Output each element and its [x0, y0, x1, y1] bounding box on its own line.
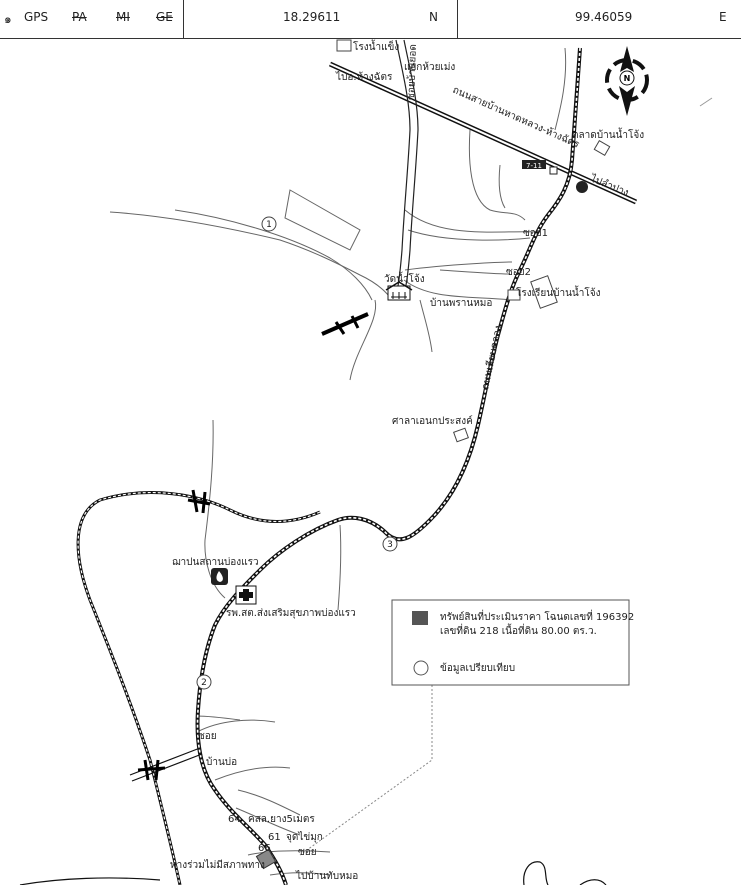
label-hospital: รพ.สต.ส่งเสริมสุขภาพบ่องแรว — [226, 608, 356, 619]
gps-method-pa: PA — [72, 10, 87, 24]
bridge-icon — [321, 312, 369, 336]
label-soi-lower: ซอย — [198, 731, 217, 742]
building-icon — [593, 139, 611, 157]
main-route — [195, 47, 582, 885]
stray-mark — [699, 97, 713, 107]
minor-roads — [109, 47, 567, 876]
route-markers — [196, 216, 398, 690]
label-soi-lane: ซอยบ้านยอด — [405, 44, 419, 100]
bridge-icon — [137, 759, 166, 781]
label-village-lower: บ้านบ่อ — [206, 756, 237, 768]
compass-north-label: N — [624, 74, 631, 83]
crossing-road — [129, 747, 203, 782]
label-pavilion: ศาลาเอนกประสงค์ — [392, 415, 473, 427]
legend-property-label: ทรัพย์สินที่ประเมินราคา โฉนดเลขที่ 19639… — [440, 609, 634, 623]
shop-label: 7-11 — [526, 162, 542, 170]
label-km-66: 66 — [258, 843, 271, 854]
route-marker — [261, 216, 277, 232]
longitude-value: 99.46059 — [575, 10, 633, 24]
legend-comparable-label: ข้อมูลเปรียบเทียบ — [440, 662, 515, 674]
gps-header: ๑ GPS PA MI GE 18.29611 N 99.46059 E — [0, 0, 741, 39]
label-soi2: ซอย2 — [506, 267, 531, 278]
label-highway: ถนนสายบ้านหาดหลวง-ห้างฉัตร — [451, 84, 582, 151]
gps-method-cell: ๑ GPS PA MI GE — [0, 0, 184, 38]
route-number: 3 — [387, 540, 393, 550]
label-soi-bottom: ซอย — [298, 847, 317, 858]
label-junction: แยกห้วยเม่ง — [404, 61, 455, 73]
village-road — [394, 39, 419, 301]
shop-icon: 7-11 — [522, 160, 558, 175]
label-canal-road: ถนนเลียบคลอง — [479, 324, 504, 390]
legend-leader-lines — [299, 685, 433, 856]
signature-scribble — [19, 861, 607, 885]
building-icon — [507, 289, 521, 301]
label-market: ตลาดบ้านน้ำโจ้ง — [572, 127, 644, 141]
label-temple: วัดน้ำโจ้ง — [384, 271, 425, 285]
highway-road — [328, 61, 638, 205]
latitude-cell: 18.29611 N — [183, 0, 458, 38]
route-number: 1 — [266, 220, 272, 230]
route-marker — [382, 536, 398, 552]
gas-station-icon — [576, 181, 588, 193]
label-to-city: ไปอ.ห้างฉัตร — [335, 71, 393, 83]
gps-method-mi: MI — [116, 10, 130, 24]
legend-property-swatch — [412, 611, 428, 625]
hospital-icon — [235, 585, 257, 605]
latitude-value: 18.29611 — [283, 10, 341, 24]
longitude-cell: 99.46059 E — [457, 0, 740, 38]
label-concrete: คสล.ยาง5เมตร — [248, 814, 315, 825]
route-marker — [196, 674, 212, 690]
legend-property-detail: เลขที่ดิน 218 เนื้อที่ดิน 80.00 ตร.ว. — [440, 623, 597, 637]
label-soi1: ซอย1 — [523, 228, 548, 239]
legend-comparable-swatch — [413, 660, 429, 676]
building-icon — [453, 427, 469, 443]
building-icon — [336, 39, 352, 52]
gps-label: GPS — [24, 10, 49, 24]
label-km-61: 61 — [268, 832, 281, 843]
bridge-markers — [137, 312, 369, 781]
map-canvas: 7-11 N 1 2 3 โรงน — [19, 39, 713, 885]
label-to-lampang: ไปลำปาง — [588, 172, 631, 199]
temple-icon — [385, 281, 413, 301]
gps-method-ge: GE — [156, 10, 173, 24]
subject-property-marker — [255, 848, 277, 870]
latitude-dir: N — [429, 10, 438, 24]
building-icon — [530, 275, 558, 309]
route-number: 2 — [201, 678, 207, 688]
map-legend: ทรัพย์สินที่ประเมินราคา โฉนดเลขที่ 19639… — [391, 599, 634, 686]
label-crematorium: ฌาปนสถานบ่องแรว — [172, 557, 259, 568]
label-gate: จุดไข่มุก — [286, 831, 323, 843]
crematorium-icon — [211, 568, 228, 585]
label-ice-factory: โรงน้ำแข็ง — [353, 39, 399, 53]
buildings — [336, 39, 611, 443]
compass-icon: N — [605, 46, 649, 116]
label-house: บ้านพรานหมอ — [430, 297, 492, 309]
label-to-village: ไปบ้านทับหมอ — [295, 870, 358, 882]
bridge-icon — [187, 489, 211, 514]
longitude-dir: E — [719, 10, 727, 24]
gps-prefix: ๑ — [4, 12, 12, 26]
label-km-64: 64 — [228, 814, 241, 825]
label-dead-end: ทางร่วมไม่มีสภาพทาง — [170, 859, 265, 871]
label-school: โรงเรียนบ้านน้ำโจ้ง — [516, 285, 601, 299]
